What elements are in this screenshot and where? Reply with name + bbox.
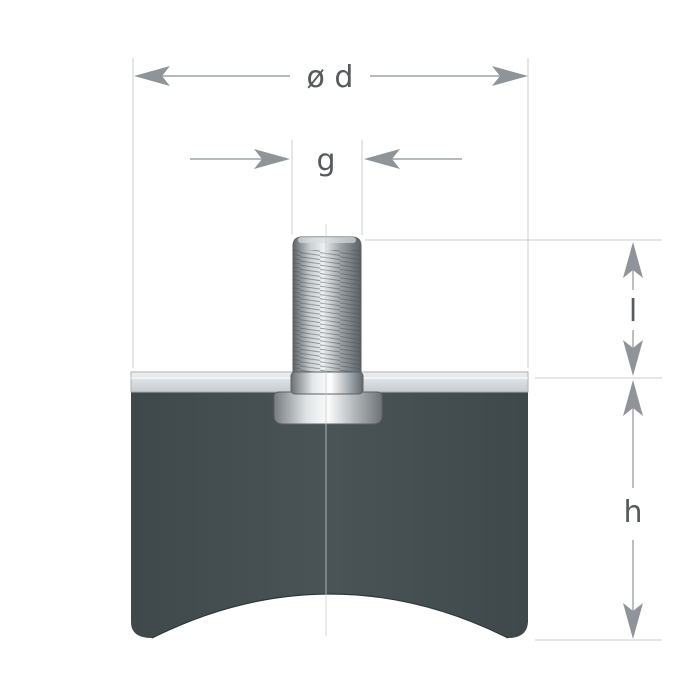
- label-height: h: [623, 495, 642, 530]
- stud-collar: [290, 371, 364, 395]
- dimension-h: h: [623, 380, 643, 639]
- rubber-bottom-edge-highlight: [151, 593, 509, 639]
- stud-thread-texture: [293, 250, 361, 372]
- arrow-d-right: [492, 66, 528, 86]
- arrow-l-top: [623, 242, 643, 278]
- dimension-d: ø d: [134, 60, 528, 95]
- dimension-l: l: [623, 242, 643, 376]
- stud-chamfer: [298, 237, 356, 243]
- label-thread: g: [316, 143, 335, 178]
- rubber-body-shape: [131, 390, 528, 638]
- arrow-g-left: [254, 149, 290, 169]
- arrow-d-left: [134, 66, 170, 86]
- arrow-g-right: [364, 149, 400, 169]
- arrow-h-top: [623, 380, 643, 416]
- extension-lines: [132, 58, 662, 641]
- threaded-stud: [292, 236, 362, 373]
- collar-shape: [290, 371, 364, 395]
- label-diameter: ø d: [307, 60, 354, 95]
- washer-shape: [273, 391, 383, 425]
- stud-base-washer: [273, 391, 383, 425]
- rubber-body: [131, 390, 528, 639]
- dimension-g: g: [190, 143, 462, 178]
- arrow-h-bottom: [623, 603, 643, 639]
- arrow-l-bottom: [623, 340, 643, 376]
- label-stud-length: l: [629, 294, 637, 329]
